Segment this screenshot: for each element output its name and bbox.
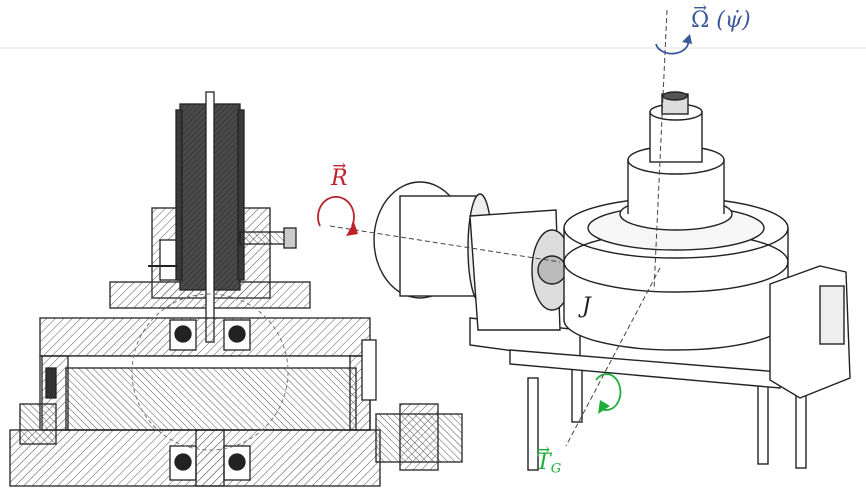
inertia-label: J bbox=[582, 294, 591, 319]
r-label: R bbox=[331, 166, 348, 191]
t-label: TG bbox=[536, 450, 561, 476]
gyroscope-3d-view bbox=[373, 91, 851, 471]
t-symbol: T bbox=[536, 450, 551, 475]
t-arrow-head bbox=[598, 400, 610, 414]
r-arrow-head bbox=[346, 222, 358, 236]
t-rotation-arrow bbox=[595, 373, 622, 411]
precession-axis bbox=[653, 9, 668, 291]
gyro-torque-axis bbox=[565, 267, 661, 447]
omega-label: Ω (ψ̇) bbox=[691, 8, 751, 33]
omega-argument: (ψ̇) bbox=[716, 8, 751, 33]
r-symbol: R bbox=[331, 166, 348, 191]
omega-arrow-head bbox=[682, 34, 692, 44]
r-rotation-arrow bbox=[317, 195, 355, 227]
spin-axis bbox=[329, 225, 561, 263]
omega-rotation-arrow bbox=[655, 39, 690, 55]
t-subscript: G bbox=[550, 461, 562, 477]
cross-section-view bbox=[9, 91, 463, 487]
j-symbol: J bbox=[582, 294, 591, 319]
omega-symbol: Ω bbox=[691, 8, 709, 33]
